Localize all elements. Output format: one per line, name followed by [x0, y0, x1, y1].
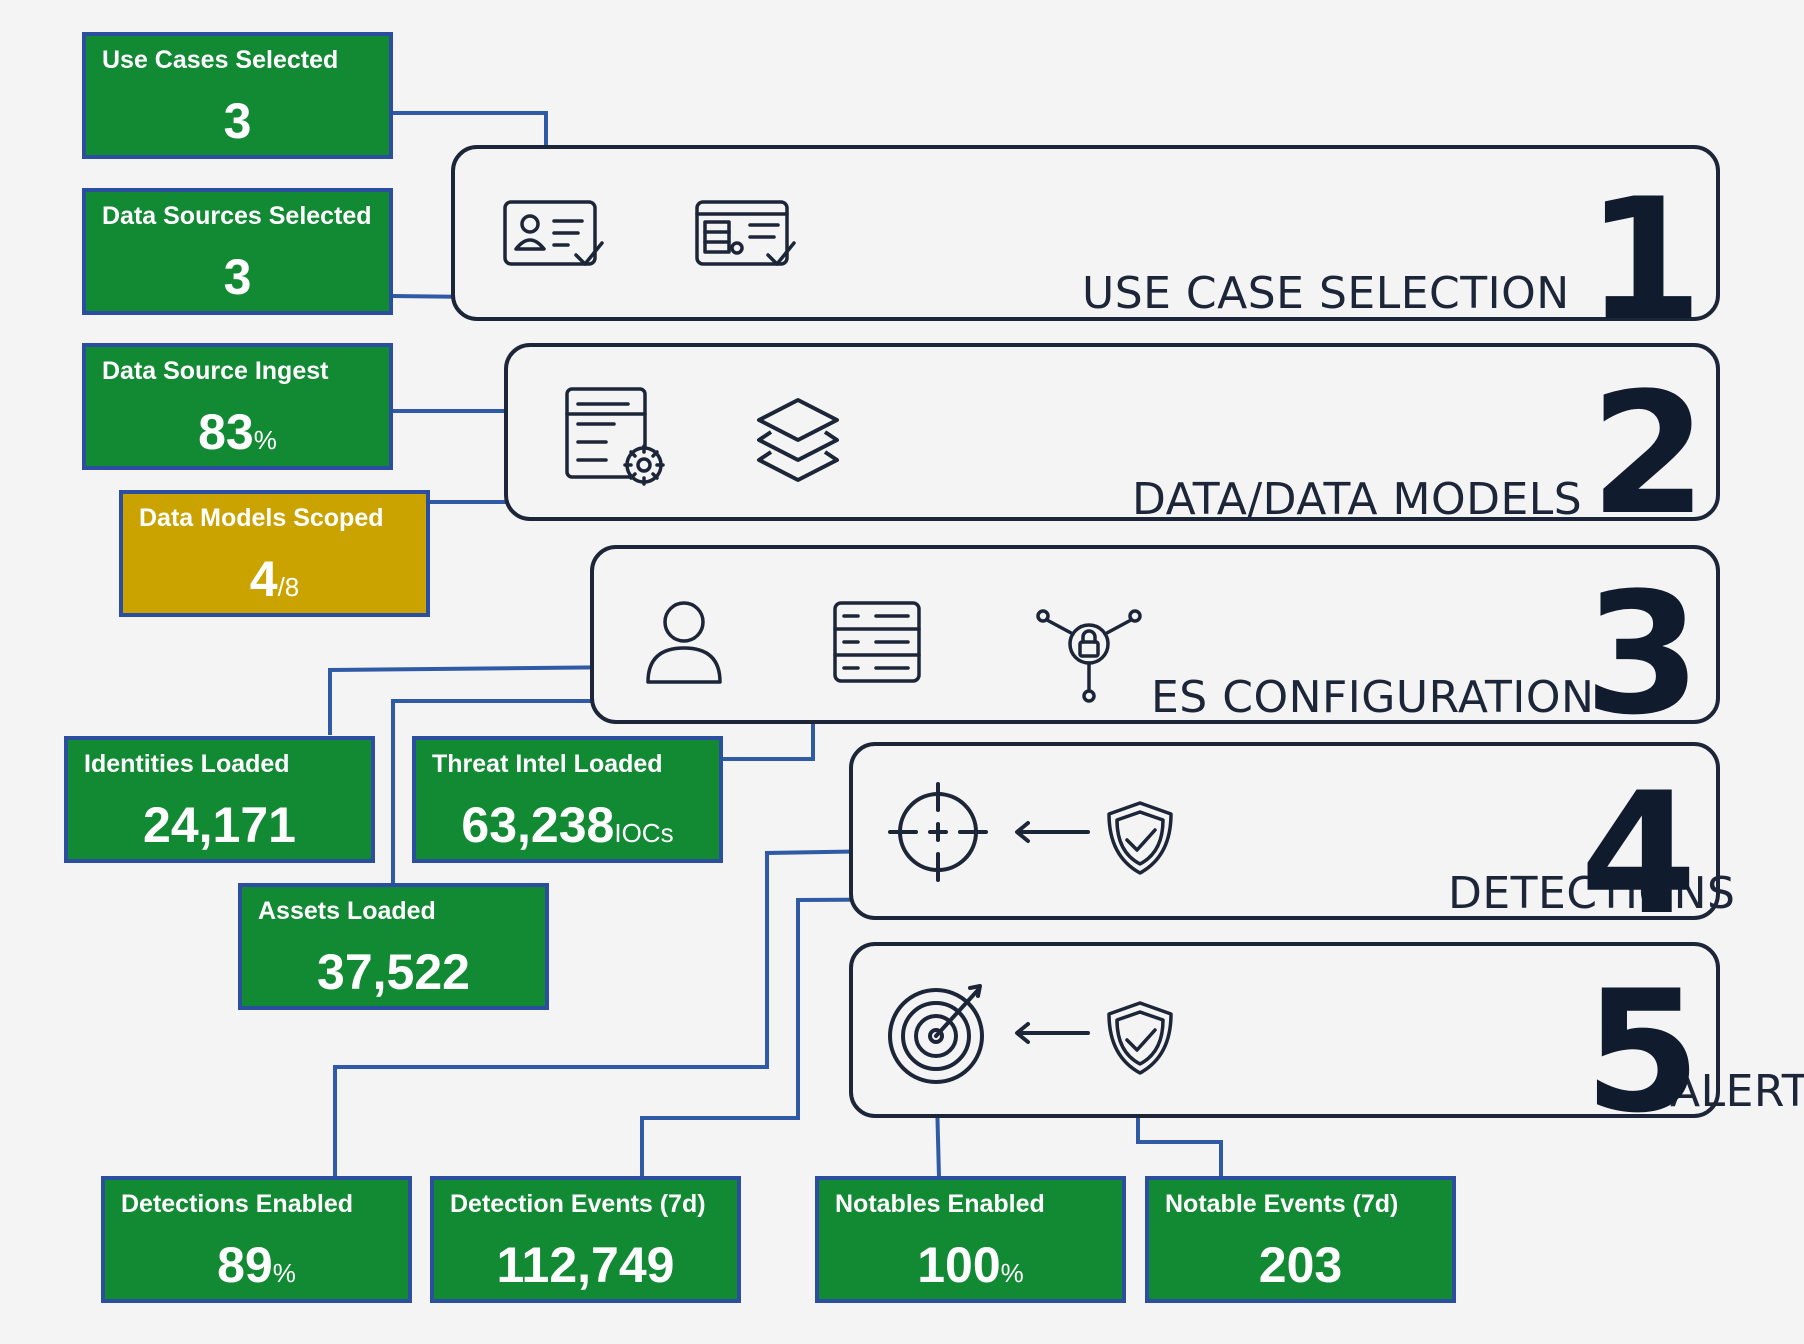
data-form-check-icon [694, 199, 804, 273]
stage-5-number: 5 [1584, 954, 1701, 1150]
metric-label: Detections Enabled [121, 1190, 353, 1218]
metric-notables-enabled: Notables Enabled 100% [815, 1176, 1126, 1303]
arrow-left-icon [1012, 1021, 1090, 1045]
metric-identities-loaded: Identities Loaded 24,171 [64, 736, 375, 863]
metric-threat-intel-loaded: Threat Intel Loaded 63,238IOCs [412, 736, 723, 863]
metric-value: 83% [198, 404, 277, 460]
user-icon [644, 600, 724, 686]
stage-2-number: 2 [1590, 356, 1707, 552]
document-gear-icon [564, 386, 668, 488]
connector-detections-enabled [333, 849, 885, 1177]
stage-1-panel [451, 145, 1720, 321]
shield-check-icon [1105, 800, 1175, 876]
stage-3-number: 3 [1584, 556, 1701, 752]
user-id-card-check-icon [502, 199, 612, 273]
server-icon [832, 600, 924, 686]
connector-identities [328, 665, 635, 735]
crosshair-icon [888, 782, 988, 882]
metric-value: 203 [1258, 1237, 1343, 1293]
stage-5-title: ALERTS [1670, 1066, 1804, 1117]
metric-label: Notable Events (7d) [1165, 1190, 1399, 1218]
stage-4-number: 4 [1580, 756, 1697, 952]
stage-2-title: DATA/DATA MODELS [1132, 474, 1583, 525]
metric-use-cases-selected: Use Cases Selected 3 [82, 32, 393, 159]
target-arrow-icon [886, 982, 990, 1086]
metric-label: Use Cases Selected [102, 46, 339, 74]
stage-2-panel [504, 343, 1720, 521]
metric-label: Data Source Ingest [102, 357, 329, 385]
metric-data-source-ingest: Data Source Ingest 83% [82, 343, 393, 470]
metric-value: 112,749 [496, 1237, 675, 1293]
metric-value: 4/8 [249, 551, 300, 607]
arrow-left-icon [1012, 820, 1090, 844]
stage-4-title: DETECTIONS [1448, 868, 1736, 919]
metric-notable-events-7d: Notable Events (7d) 203 [1145, 1176, 1456, 1303]
stage-1-number: 1 [1586, 162, 1703, 358]
stage-3-title: ES CONFIGURATION [1151, 672, 1595, 723]
stage-4-panel [849, 742, 1720, 920]
metric-data-sources-selected: Data Sources Selected 3 [82, 188, 393, 315]
metric-data-models-scoped: Data Models Scoped 4/8 [119, 490, 430, 617]
metric-value: 63,238IOCs [461, 797, 674, 853]
metric-value: 37,522 [317, 944, 470, 1000]
metric-value: 89% [217, 1237, 296, 1293]
metric-label: Detection Events (7d) [450, 1190, 706, 1218]
metric-value: 3 [223, 93, 252, 149]
metric-label: Threat Intel Loaded [432, 750, 663, 778]
metric-value: 100% [917, 1237, 1024, 1293]
metric-label: Identities Loaded [84, 750, 290, 778]
stage-5-panel [849, 942, 1720, 1118]
shield-check-icon [1105, 1000, 1175, 1076]
stage-1-title: USE CASE SELECTION [1082, 268, 1570, 319]
metric-value: 3 [223, 249, 252, 305]
metric-detections-enabled: Detections Enabled 89% [101, 1176, 412, 1303]
stage-3-panel [590, 545, 1720, 724]
network-lock-icon [1036, 608, 1142, 704]
layers-icon [755, 396, 841, 494]
metric-detection-events-7d: Detection Events (7d) 112,749 [430, 1176, 741, 1303]
metric-label: Assets Loaded [258, 897, 436, 925]
metric-assets-loaded: Assets Loaded 37,522 [238, 883, 549, 1010]
metric-value: 24,171 [143, 797, 296, 853]
metric-label: Data Models Scoped [139, 504, 384, 532]
metric-label: Data Sources Selected [102, 202, 372, 230]
metric-label: Notables Enabled [835, 1190, 1045, 1218]
